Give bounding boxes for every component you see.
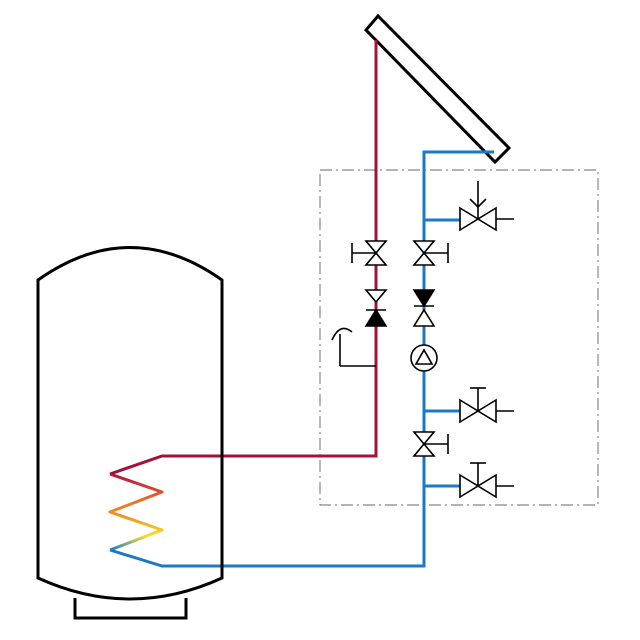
- hot-flow-line: [109, 40, 378, 476]
- flow-check-valve: [364, 289, 388, 327]
- circulation-pump: [410, 344, 438, 372]
- flow-shutoff-valve[interactable]: [351, 240, 388, 266]
- air-vent-valve[interactable]: [459, 181, 514, 232]
- heat-exchanger-coil: [108, 472, 164, 552]
- return-shutoff-valve[interactable]: [412, 240, 449, 266]
- lower-shutoff-valve[interactable]: [412, 431, 449, 457]
- drain-valve[interactable]: [459, 462, 514, 499]
- storage-tank: [36, 246, 224, 620]
- fill-valve[interactable]: [459, 387, 514, 424]
- flow-thermometer: [331, 327, 376, 367]
- pump-station-boundary: [319, 169, 599, 506]
- return-check-valve: [412, 289, 436, 327]
- solar-collector: [363, 13, 512, 165]
- cold-return-line: [109, 150, 494, 568]
